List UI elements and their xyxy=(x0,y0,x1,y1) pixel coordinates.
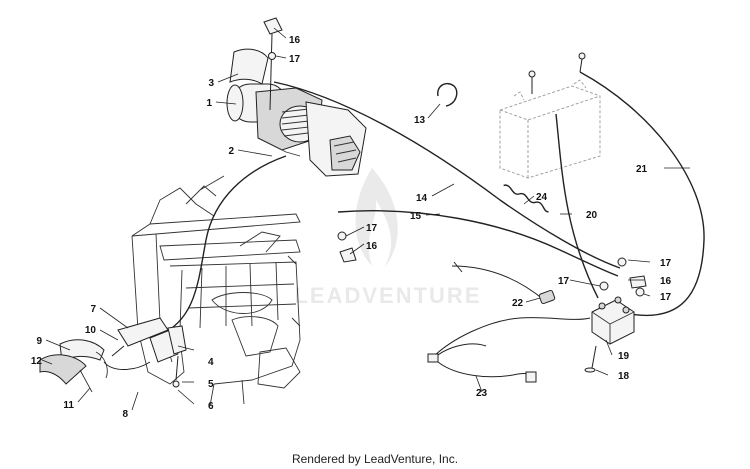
callout-label: 14 xyxy=(416,193,428,204)
callout-label: 17 xyxy=(289,54,301,65)
vehicle-frame xyxy=(131,175,301,407)
callout-label: 19 xyxy=(618,351,630,362)
callout-label: 7 xyxy=(90,304,96,315)
callout-label: 17 xyxy=(366,223,378,234)
callout-label: 3 xyxy=(208,78,214,89)
winch-cover xyxy=(229,48,269,85)
callout-label: 4 xyxy=(208,357,214,368)
callout-label: 13 xyxy=(414,115,426,126)
callout-label: 2 xyxy=(228,146,234,157)
callout-label: 20 xyxy=(586,210,598,221)
callout-label: 17 xyxy=(660,292,672,303)
battery xyxy=(499,79,601,179)
callout-label: 16 xyxy=(289,35,301,46)
callout-label: 1 xyxy=(206,98,212,109)
callout-label: 11 xyxy=(63,400,74,411)
watermark-text: LEADVENTURE xyxy=(294,283,481,308)
winch-assembly xyxy=(226,83,367,177)
callout-label: 23 xyxy=(476,388,488,399)
leader-lines xyxy=(41,27,690,411)
callout-label: 24 xyxy=(536,192,548,203)
callout-label: 18 xyxy=(618,371,630,382)
cap-16-top xyxy=(263,17,283,35)
callout-label: 8 xyxy=(122,409,128,420)
handlebar-switch xyxy=(39,317,187,393)
callout-label: 10 xyxy=(85,325,97,336)
nut-17-top xyxy=(268,52,276,60)
watermark: LEADVENTURE xyxy=(294,168,481,308)
callout-label: 17 xyxy=(558,276,570,287)
callout-label: 16 xyxy=(366,241,378,252)
callout-label: 22 xyxy=(512,298,524,309)
callout-label: 12 xyxy=(31,356,43,367)
footer-credit: Rendered by LeadVenture, Inc. xyxy=(291,452,459,466)
callout-label: 16 xyxy=(660,276,672,287)
callout-labels: 1 2 3 4 5 6 7 8 9 10 11 12 13 14 15 16 1… xyxy=(31,35,672,420)
contactor xyxy=(584,296,635,373)
callout-label: 9 xyxy=(36,336,42,347)
callout-label: 6 xyxy=(208,401,214,412)
callout-label: 21 xyxy=(636,164,648,175)
callout-label: 17 xyxy=(660,258,672,269)
callout-label: 5 xyxy=(208,379,214,390)
small-parts xyxy=(337,52,647,383)
callout-label: 15 xyxy=(410,211,422,222)
